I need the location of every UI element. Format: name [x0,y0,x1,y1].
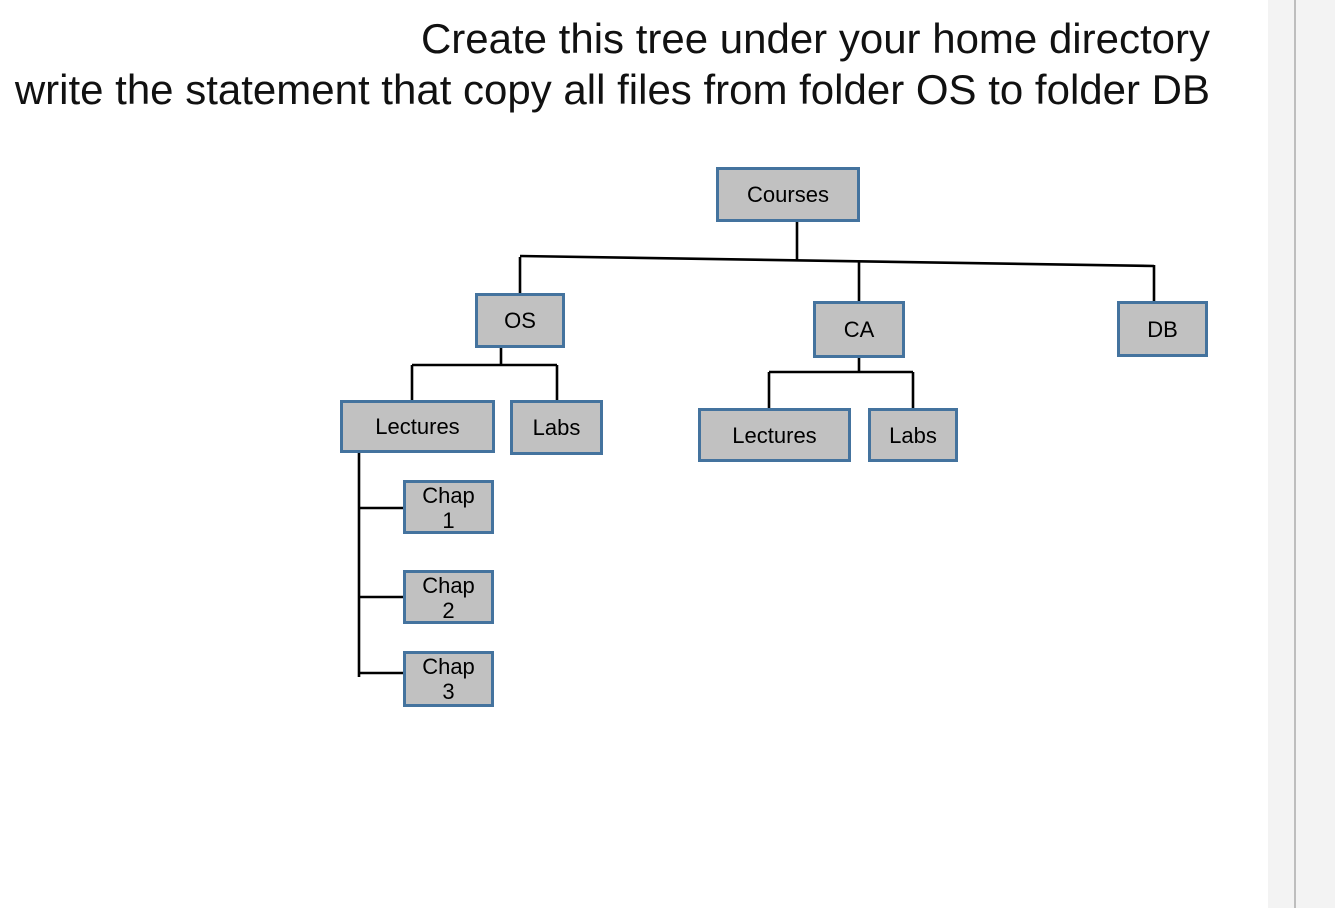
tree-node-label: DB [1147,316,1178,342]
tree-node-ca_lectures: Lectures [698,408,851,462]
tree-node-ca: CA [813,301,905,358]
tree-connectors [357,221,1156,677]
tree-node-os_lectures: Lectures [340,400,495,453]
tree-node-label: Courses [747,182,829,207]
heading-line-2: write the statement that copy all files … [14,66,1210,113]
tree-node-os_labs: Labs [510,400,603,455]
exercise-heading: Create this tree under your home directo… [0,13,1210,115]
tree-node-label: Labs [532,415,581,440]
document-page: Create this tree under your home directo… [0,13,1210,707]
right-gutter [1268,0,1335,908]
tree-node-label: Labs [889,422,937,448]
gutter-divider-line [1294,0,1296,908]
tree-node-os: OS [475,293,565,348]
tree-node-label: 1 [442,508,455,533]
tree-node-label: Chap [422,654,475,679]
tree-node-label: Chap [422,573,475,598]
tree-node-label: CA [843,317,875,342]
tree-node-db: DB [1117,301,1208,357]
connector-line [519,254,1155,268]
tree-node-label: 3 [442,679,455,704]
tree-node-label: OS [504,308,536,333]
tree-node-ca_labs: Labs [868,408,958,462]
heading-line-1: Create this tree under your home directo… [420,15,1210,62]
tree-node-label: Lectures [732,422,817,448]
tree-node-label: Lectures [375,414,460,439]
tree-node-label: 2 [442,598,455,623]
tree-node-label: Chap [422,483,475,508]
tree-node-courses: Courses [716,167,860,222]
